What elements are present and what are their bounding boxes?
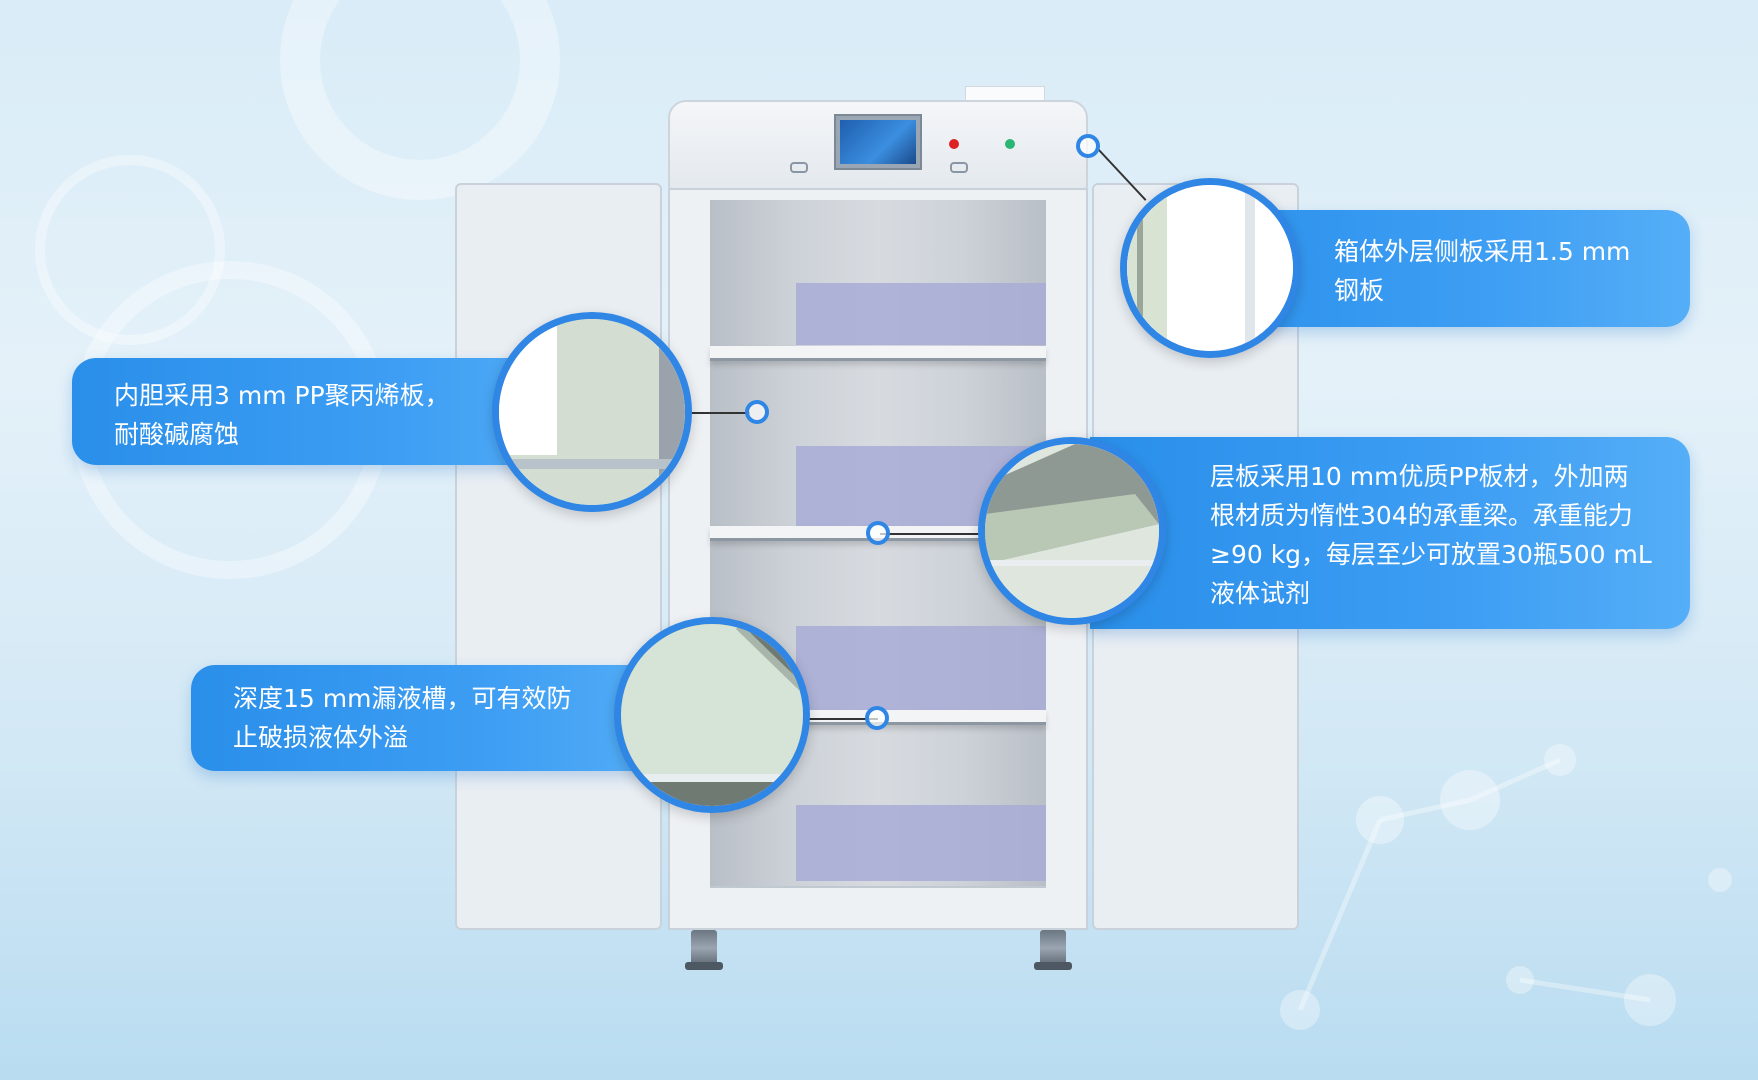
left-door <box>455 183 662 930</box>
connector-line <box>806 718 878 720</box>
indicator-light-green-icon <box>1005 139 1015 149</box>
callout-text-line: 内胆采用3 mm PP聚丙烯板， <box>114 381 450 410</box>
leveling-foot <box>685 930 723 970</box>
detail-lens-inner-liner <box>492 312 692 512</box>
callout-leak-tray: 深度15 mm漏液槽，可有效防 止破损液体外溢 <box>191 665 671 771</box>
callout-text-line: 液体试剂 <box>1210 579 1311 608</box>
back-panel <box>796 626 1046 712</box>
detail-lens-leak-tray <box>614 617 810 813</box>
callout-text-line: 深度15 mm漏液槽，可有效防 <box>233 684 572 713</box>
callout-pp-shelf: 层板采用10 mm优质PP板材，外加两 根材质为惰性304的承重梁。承重能力 ≥… <box>1090 437 1690 629</box>
callout-text-line: 层板采用10 mm优质PP板材，外加两 <box>1210 462 1629 491</box>
bottom-leak-tray <box>710 886 1046 900</box>
callout-text-line: 耐酸碱腐蚀 <box>114 420 240 449</box>
keyhole-icon <box>790 162 808 173</box>
detail-lens-shelf <box>978 437 1166 625</box>
back-panel <box>796 805 1046 881</box>
callout-marker <box>745 400 769 424</box>
callout-marker <box>866 521 890 545</box>
callout-marker <box>1076 134 1100 158</box>
connector-line <box>692 412 750 414</box>
keyhole-icon <box>950 162 968 173</box>
shelf <box>710 346 1046 361</box>
detail-lens-side-panel <box>1120 178 1300 358</box>
indicator-light-red-icon <box>949 139 959 149</box>
callout-text-line: 止破损液体外溢 <box>233 723 409 752</box>
callout-text-line: 钢板 <box>1334 276 1385 305</box>
callout-text-line: 根材质为惰性304的承重梁。承重能力 <box>1210 501 1633 530</box>
connector-line <box>880 533 980 535</box>
control-screen-icon <box>834 114 922 170</box>
back-panel <box>796 283 1046 345</box>
callout-marker <box>865 706 889 730</box>
callout-text-line: 箱体外层侧板采用1.5 mm <box>1334 237 1631 266</box>
leveling-foot <box>1034 930 1072 970</box>
callout-text-line: ≥90 kg，每层至少可放置30瓶500 mL <box>1210 540 1652 569</box>
